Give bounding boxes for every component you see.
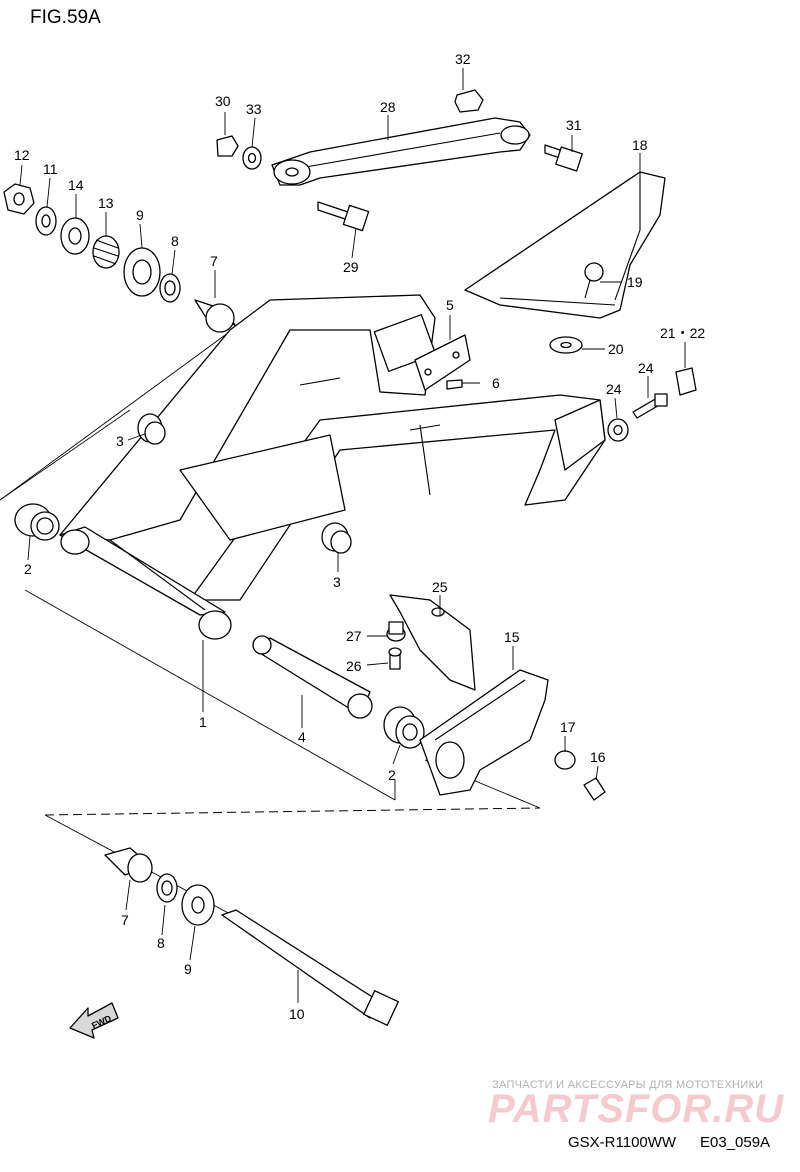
part-30-nut <box>216 135 239 157</box>
callout-31: 31 <box>566 117 582 133</box>
callout-32: 32 <box>455 51 471 67</box>
part-33-washer <box>242 146 262 170</box>
part-13-adjuster <box>92 235 120 269</box>
callout-14: 14 <box>68 177 84 193</box>
part-17-collar <box>554 750 576 770</box>
part-14-locknut <box>60 217 90 255</box>
callout-labels: 30 33 28 32 31 18 12 11 14 13 9 8 7 29 1… <box>14 51 705 1022</box>
part-29-bolt <box>317 201 370 232</box>
callout-28: 28 <box>380 99 396 115</box>
part-8-spacer-ring <box>159 273 181 303</box>
part-24-nut <box>607 418 629 442</box>
callout-16: 16 <box>590 749 606 765</box>
callout-19: 19 <box>627 274 643 290</box>
callout-21-22: 21・22 <box>660 325 705 341</box>
callout-7-lower: 7 <box>121 912 129 928</box>
part-8-spacer-ring-lower <box>156 873 178 903</box>
part-21-22-clip <box>675 367 697 396</box>
part-2-needle-bearing-left <box>14 503 60 541</box>
assembly-guide-lines <box>0 329 541 916</box>
callout-13: 13 <box>98 195 114 211</box>
callout-29: 29 <box>343 259 359 275</box>
part-3-bushing-upper <box>137 413 166 445</box>
part-19-screw <box>584 262 604 299</box>
callout-25: 25 <box>432 579 448 595</box>
callout-3-lower: 3 <box>333 574 341 590</box>
part-25-bracket <box>389 594 476 691</box>
watermark-tagline: ЗАПЧАСТИ И АКСЕССУАРЫ ДЛЯ МОТОТЕХНИКИ <box>492 1079 763 1091</box>
callout-3-upper: 3 <box>116 433 124 449</box>
callout-9-lower: 9 <box>184 961 192 977</box>
callout-9: 9 <box>136 207 144 223</box>
part-31-bolt <box>544 144 583 172</box>
callout-6: 6 <box>492 375 500 391</box>
part-24-bolt <box>632 393 668 419</box>
part-4-spacer-tube <box>252 635 373 719</box>
callout-2-left: 2 <box>24 561 32 577</box>
callout-33: 33 <box>246 101 262 117</box>
part-3-bushing-lower <box>321 522 352 554</box>
part-5-bracket-plate <box>414 334 471 391</box>
part-20-washer <box>549 336 583 354</box>
callout-2-right: 2 <box>388 767 396 783</box>
leader-lines <box>19 68 686 1003</box>
callout-11: 11 <box>43 161 58 177</box>
part-16-screw <box>583 777 606 801</box>
watermark-logo: PARTSFOR.RU <box>488 1087 784 1131</box>
callout-8-lower: 8 <box>157 935 165 951</box>
model-code: GSX-R1100WW <box>568 1134 677 1151</box>
callout-18: 18 <box>632 137 648 153</box>
part-7-collar-lower <box>104 847 153 883</box>
callout-12: 12 <box>14 147 30 163</box>
callout-24-bolt: 24 <box>638 360 654 376</box>
callout-5: 5 <box>446 297 454 313</box>
callout-10: 10 <box>289 1006 305 1022</box>
callout-4: 4 <box>298 729 306 745</box>
callout-17: 17 <box>560 719 576 735</box>
figure-title: FIG.59A <box>30 7 101 28</box>
callout-15: 15 <box>504 629 520 645</box>
part-9-washer-lower <box>181 884 215 926</box>
part-9-bearing <box>123 247 161 297</box>
part-18-chain-guard <box>464 171 666 319</box>
part-10-pivot-shaft <box>221 909 399 1026</box>
callout-27: 27 <box>346 628 362 644</box>
callout-1: 1 <box>199 714 207 730</box>
callout-30: 30 <box>215 93 231 109</box>
callout-24-nut: 24 <box>606 381 622 397</box>
part-6-bolt <box>446 379 463 390</box>
fwd-arrow-icon: FWD <box>69 1002 119 1039</box>
part-11-washer <box>35 206 57 236</box>
part-27-bolt <box>386 621 406 642</box>
diagram-code: E03_059A <box>700 1134 770 1151</box>
part-32-nut <box>454 89 484 113</box>
part-1-swingarm <box>59 294 606 640</box>
part-26-bolt <box>388 647 402 670</box>
callout-20: 20 <box>608 341 624 357</box>
part-12-nut <box>3 183 35 215</box>
callout-7: 7 <box>210 253 218 269</box>
part-7-collar-upper <box>194 299 236 333</box>
part-2-needle-bearing-right <box>383 706 425 749</box>
part-15-chain-buffer <box>419 669 549 796</box>
callout-8: 8 <box>171 233 179 249</box>
part-28-torque-link <box>271 117 531 186</box>
callout-26: 26 <box>346 658 362 674</box>
